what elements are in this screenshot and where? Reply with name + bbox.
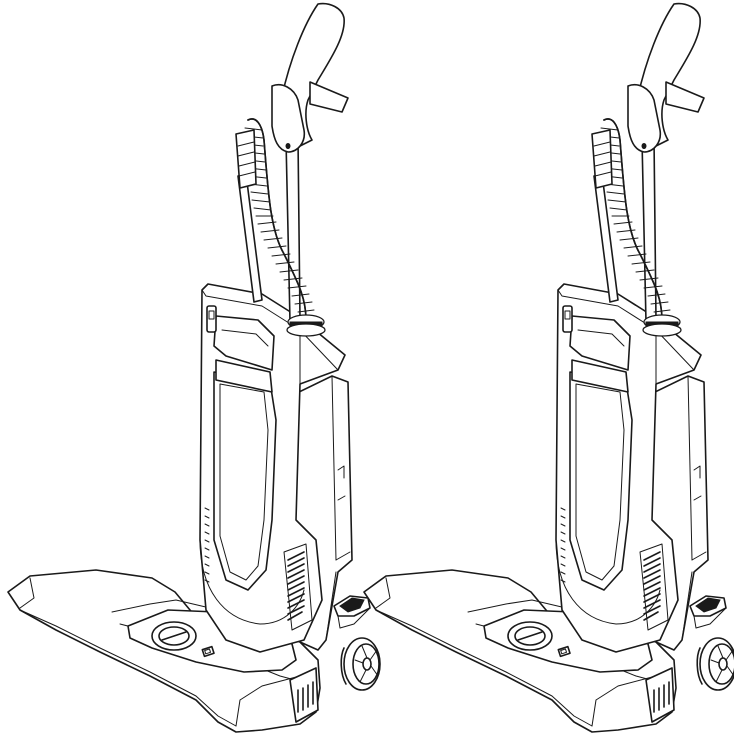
upright-vacuum-right xyxy=(363,2,734,733)
upright-vacuum-left xyxy=(7,2,381,733)
